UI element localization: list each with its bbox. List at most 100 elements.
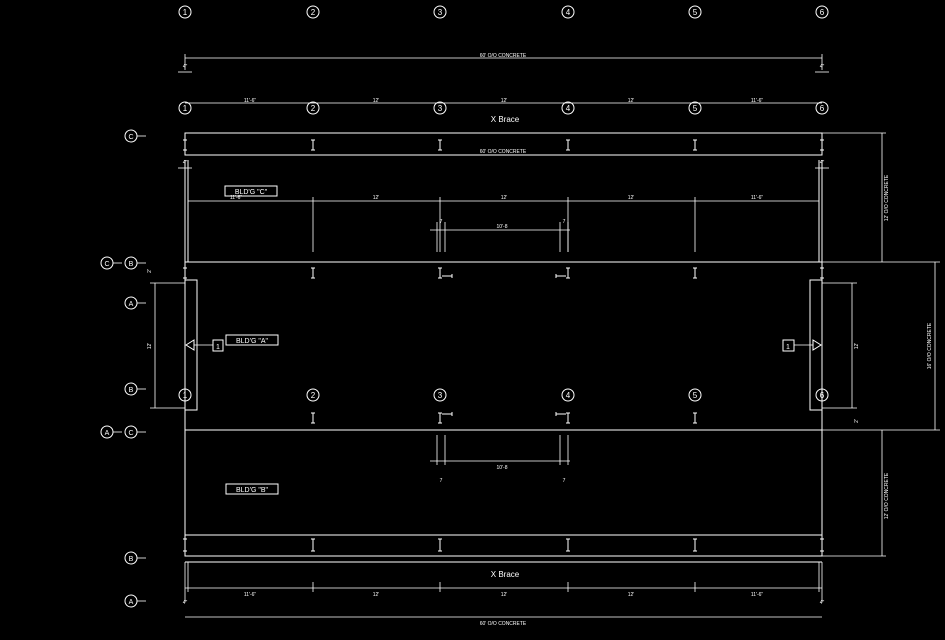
bottom-strip-columns bbox=[183, 538, 824, 552]
grid-bubble-top-1: 1 bbox=[178, 5, 192, 19]
bldg-c-label-box bbox=[224, 185, 278, 197]
grid-label: 6 bbox=[820, 8, 825, 17]
dim-text-offset: 4" bbox=[820, 64, 825, 70]
dim-right-c: 12' O/O CONCRETE bbox=[822, 132, 890, 262]
dim-text-door-offset: 7 bbox=[440, 478, 443, 484]
svg-text:A: A bbox=[129, 301, 134, 308]
mid-grid-bubbles-upper: 1 2 3 4 5 6 bbox=[178, 101, 829, 115]
svg-text:C: C bbox=[104, 261, 109, 268]
dim-text-height-b: 12' O/O CONCRETE bbox=[884, 472, 890, 519]
svg-text:C: C bbox=[128, 430, 133, 437]
svg-text:5: 5 bbox=[693, 104, 698, 113]
section-tag-right bbox=[782, 339, 795, 352]
row-bubble-a-bottom: A bbox=[124, 594, 146, 608]
dim-text-door-width: 10'-8 bbox=[497, 224, 508, 230]
dim-text-bldg-a-right: 12' bbox=[854, 343, 860, 350]
svg-text:C: C bbox=[128, 134, 133, 141]
dim-text-bay: 12' bbox=[501, 195, 508, 201]
grid-bubble-top-3: 3 bbox=[433, 5, 447, 19]
bldg-a-label-box bbox=[225, 334, 279, 346]
dim-text-small-offset: 2' bbox=[147, 269, 153, 273]
bldg-b: 10'-8 7 7 BLD'G "B" bbox=[184, 430, 823, 556]
dim-text-bay: 12' bbox=[373, 195, 380, 201]
grid-bubble-top-4: 4 bbox=[561, 5, 575, 19]
row-bubble-a-upper: A bbox=[124, 296, 146, 310]
svg-text:4: 4 bbox=[566, 104, 571, 113]
dim-text-door-offset: 7 bbox=[563, 478, 566, 484]
grid-label: 1 bbox=[183, 8, 188, 17]
row-markers-left: C C B A B A C B A bbox=[100, 129, 146, 608]
row-bubble-c-top: C bbox=[124, 129, 146, 143]
grid-bubble-1: 1 bbox=[178, 388, 192, 402]
dim-text-offset: 4" bbox=[183, 600, 188, 606]
row-bubble-b-lower: B bbox=[124, 382, 146, 396]
dim-top-overall: 60' O/O CONCRETE 4" 4" bbox=[178, 53, 829, 73]
dim-text-bay: 11'-6" bbox=[751, 98, 764, 104]
grid-label: 3 bbox=[438, 8, 443, 17]
bottom-brace-strip bbox=[184, 534, 823, 557]
bldg-a-label: BLD'G "A" bbox=[236, 338, 268, 345]
section-tag-text: 1 bbox=[786, 344, 790, 351]
section-tag-text: 1 bbox=[216, 344, 220, 351]
dim-text-overall-2: 60' O/O CONCRETE bbox=[480, 149, 527, 155]
row-bubble-b-bottom: B bbox=[124, 551, 146, 565]
lower-row-columns bbox=[311, 412, 697, 424]
grid-label: 4 bbox=[566, 8, 571, 17]
grid-bubble-top-6: 6 bbox=[815, 5, 829, 19]
dim-top-bays: 11'-6" 12' 12' 12' 11'-6" bbox=[185, 98, 822, 104]
grid-bubble-1: 1 bbox=[178, 101, 192, 115]
top-grid-bubbles: 1 2 3 4 5 6 bbox=[178, 5, 829, 19]
bldg-b-label: BLD'G "B" bbox=[236, 487, 268, 494]
top-strip-columns bbox=[183, 139, 824, 151]
dim-text-small-offset: 2' bbox=[854, 419, 860, 423]
dim-text-door-width: 10'-8 bbox=[497, 465, 508, 471]
svg-text:2: 2 bbox=[311, 391, 316, 400]
grid-bubble-top-2: 2 bbox=[306, 5, 320, 19]
svg-text:A: A bbox=[129, 599, 134, 606]
dim-right-a: 16' O/O CONCRETE bbox=[822, 261, 940, 431]
dim-right-b: 12' O/O CONCRETE bbox=[822, 430, 890, 557]
dim-text-bay: 12' bbox=[628, 195, 635, 201]
dim-text-bay: 12' bbox=[373, 592, 380, 598]
dim-text-door-offset: 7 bbox=[440, 219, 443, 225]
svg-text:B: B bbox=[129, 556, 134, 563]
grid-bubble-3: 3 bbox=[433, 388, 447, 402]
grid-label: 5 bbox=[693, 8, 698, 17]
svg-text:6: 6 bbox=[820, 391, 825, 400]
svg-text:6: 6 bbox=[820, 104, 825, 113]
mid-grid-bubbles-lower: 1 2 3 4 5 6 bbox=[178, 388, 829, 402]
dim-text-bay: 12' bbox=[501, 592, 508, 598]
dim-text-bay: 11'-6" bbox=[751, 592, 764, 598]
x-brace-label-top: X Brace bbox=[491, 115, 520, 124]
svg-text:3: 3 bbox=[438, 391, 443, 400]
dim-bottom-bays: 11'-6" 12' 12' 12' 11'-6" 4" 4" 60' O/O … bbox=[183, 562, 824, 627]
grid-bubble-5: 5 bbox=[688, 388, 702, 402]
dim-text-overall-bottom: 60' O/O CONCRETE bbox=[480, 621, 527, 627]
dim-text-bay: 12' bbox=[373, 98, 380, 104]
dim-text-bay: 11'-6" bbox=[244, 98, 257, 104]
row-bubble-c-mid: C bbox=[100, 256, 122, 270]
grid-bubble-6: 6 bbox=[815, 388, 829, 402]
dim-text-bay: 12' bbox=[501, 98, 508, 104]
svg-text:4: 4 bbox=[566, 391, 571, 400]
dim-text-height-c: 12' O/O CONCRETE bbox=[884, 174, 890, 221]
svg-text:B: B bbox=[129, 261, 134, 268]
dim-text-bay: 11'-6" bbox=[230, 195, 243, 201]
grid-bubble-top-5: 5 bbox=[688, 5, 702, 19]
svg-text:1: 1 bbox=[183, 391, 188, 400]
dim-text-bay: 11'-6" bbox=[244, 592, 257, 598]
row-bubble-b-mid: B bbox=[124, 256, 146, 270]
grid-bubble-5: 5 bbox=[688, 101, 702, 115]
grid-bubble-6: 6 bbox=[815, 101, 829, 115]
dim-text-door-offset: 7 bbox=[563, 219, 566, 225]
svg-text:2: 2 bbox=[311, 104, 316, 113]
section-arrow-right bbox=[812, 339, 822, 351]
grid-bubble-4: 4 bbox=[561, 388, 575, 402]
bldg-c: BLD'G "C" 11'-6" 12' 12' 12' 11'-6" 7 7 … bbox=[184, 160, 823, 262]
grid-bubble-3: 3 bbox=[433, 101, 447, 115]
bldg-c-label: BLD'G "C" bbox=[235, 189, 268, 196]
dim-text-bldg-a-left: 12' bbox=[147, 343, 153, 350]
dim-text-offset: 4" bbox=[183, 64, 188, 70]
